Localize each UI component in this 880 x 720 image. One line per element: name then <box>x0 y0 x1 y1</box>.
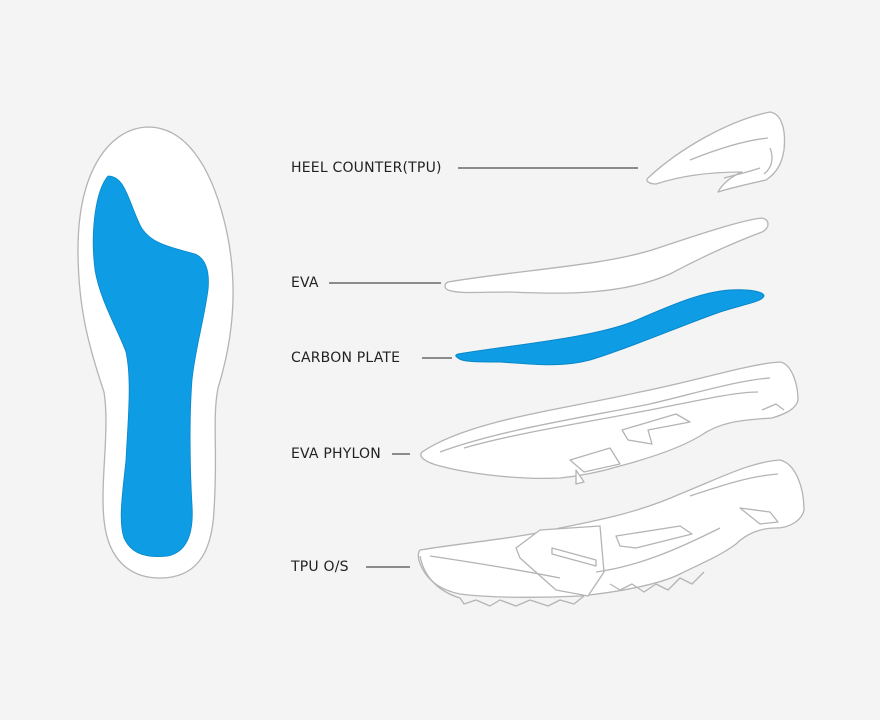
label-eva: EVA <box>291 275 319 291</box>
label-tpu-outsole: TPU O/S <box>291 559 349 575</box>
carbon-plate-part <box>455 289 765 366</box>
leader-lines <box>329 167 638 568</box>
label-heel-counter: HEEL COUNTER(TPU) <box>291 160 442 176</box>
label-carbon-plate: CARBON PLATE <box>291 350 401 366</box>
eva-phylon-part <box>420 361 799 485</box>
insole-top-view <box>77 126 234 579</box>
eva-layer-part <box>444 217 769 294</box>
heel-counter-part <box>646 111 786 193</box>
tpu-outsole-part <box>417 459 805 607</box>
label-eva-phylon: EVA PHYLON <box>291 446 381 462</box>
insole-carbon-plate <box>92 175 209 557</box>
